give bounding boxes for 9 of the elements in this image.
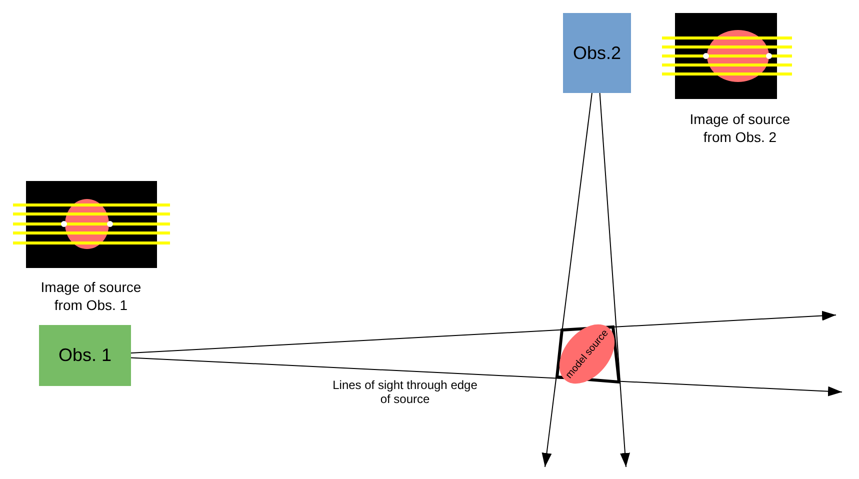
observer-box: Obs.2 bbox=[563, 13, 631, 93]
sight-line-arrow bbox=[130, 357, 842, 396]
observer-box: Obs. 1 bbox=[39, 325, 131, 386]
sight-line-arrow bbox=[130, 310, 836, 354]
sight-line-arrow bbox=[599, 92, 630, 468]
sight-line-arrow bbox=[542, 92, 592, 468]
image-caption: Image of source from Obs. 2 bbox=[688, 110, 792, 146]
annotation-text: Lines of sight through edge of source bbox=[332, 378, 478, 406]
image-caption: Image of source from Obs. 1 bbox=[40, 278, 142, 314]
